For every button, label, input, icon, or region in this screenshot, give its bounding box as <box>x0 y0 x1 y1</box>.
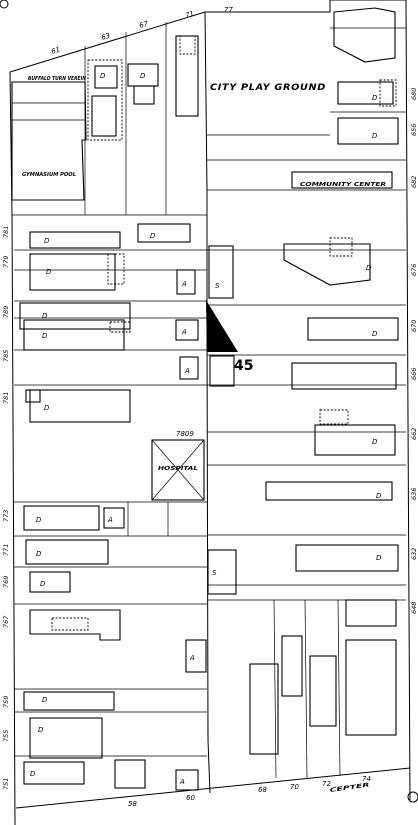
building-code: D <box>36 516 42 524</box>
buildings-top-right <box>291 7 399 189</box>
building-code: D <box>42 312 48 320</box>
turn-verein-building <box>11 59 123 201</box>
street-number: 771 <box>2 544 10 556</box>
street-number: 769 <box>2 576 10 588</box>
buildings-left <box>19 223 191 789</box>
street-numbers-left: 781 779 789 785 781 773 771 769 767 759 … <box>2 226 10 790</box>
street-number: 773 <box>2 510 10 522</box>
building-code: D <box>44 404 50 412</box>
dark-wedge <box>206 300 238 352</box>
building-code: D <box>372 330 378 338</box>
building-code: D <box>150 232 156 240</box>
label-community-center: COMMUNITY CENTER <box>300 182 386 188</box>
street-number: 755 <box>2 730 10 742</box>
label-hospital: HOSPITAL <box>158 466 199 472</box>
place-labels: BUFFALO TURN VEREIN CITY PLAY GROUND GYM… <box>22 76 386 794</box>
buildings-top <box>94 35 199 117</box>
building-code: D <box>376 492 382 500</box>
street-number: 74 <box>362 775 371 783</box>
street-number: 656 <box>410 124 418 136</box>
street-number: 666 <box>410 368 418 380</box>
street-number: 61 <box>50 46 61 56</box>
building-code: D <box>36 550 42 558</box>
street-numbers-top: 61 63 67 71 77 <box>50 6 233 56</box>
label-city-playground: CITY PLAY GROUND <box>210 83 326 93</box>
street-number: 68 <box>258 786 267 794</box>
lot-lines-left <box>12 214 207 757</box>
building-code: A <box>179 778 185 786</box>
street-number: 77 <box>224 6 233 14</box>
street-number: 779 <box>2 256 10 268</box>
street-number: 72 <box>322 780 331 788</box>
building-code: A <box>181 328 187 336</box>
street-number: 67 <box>138 20 149 30</box>
building-code: D <box>42 696 48 704</box>
street-number: 662 <box>410 428 418 440</box>
street-number: 676 <box>410 264 418 276</box>
building-code: A <box>107 516 113 524</box>
hospital-building <box>151 439 205 501</box>
building-code: D <box>372 94 378 102</box>
street-number: 60 <box>186 794 195 802</box>
street-number: 751 <box>2 778 10 790</box>
building-codes: D D D D D D D D D D D D D D D D D D D D … <box>30 72 382 786</box>
street-number: 648 <box>410 602 418 614</box>
street-number: 789 <box>2 306 10 318</box>
building-code: A <box>189 654 195 662</box>
lot-lines-top <box>12 22 330 215</box>
building-code: D <box>44 237 50 245</box>
buildings-right <box>207 237 399 755</box>
street-numbers-bottom: 58 60 68 70 72 74 <box>128 775 371 808</box>
street-number: 680 <box>410 88 418 100</box>
building-code: A <box>184 367 190 375</box>
building-code: D <box>140 72 146 80</box>
street-numbers-right: 680 656 682 676 670 666 662 636 632 648 <box>410 88 418 614</box>
street-number: 636 <box>410 488 418 500</box>
building-code: D <box>372 132 378 140</box>
building-code: D <box>372 438 378 446</box>
label-gymnasium: GYMNASIUM POOL <box>22 172 76 178</box>
label-street-bottom: CEPTER <box>329 782 369 794</box>
building-code: D <box>46 268 52 276</box>
building-code: D <box>376 554 382 562</box>
building-code: D <box>40 580 46 588</box>
street-number: 759 <box>2 696 10 708</box>
street-number: 63 <box>100 32 111 42</box>
street-number: 71 <box>184 10 195 20</box>
building-code: D <box>42 332 48 340</box>
building-code: D <box>366 264 372 272</box>
building-code: S <box>215 282 220 290</box>
corner-circle-top-left <box>0 0 9 9</box>
street-number: 70 <box>290 783 299 791</box>
label-turn-verein: BUFFALO TURN VEREIN <box>28 76 86 82</box>
lot-lines-right <box>207 27 406 779</box>
building-code: D <box>30 770 36 778</box>
street-number: 781 <box>2 392 10 404</box>
street-number: 767 <box>2 615 10 628</box>
street-number: 785 <box>2 350 10 362</box>
street-number: 682 <box>410 176 418 188</box>
corner-circle-bottom-right <box>407 791 418 803</box>
building-code: D <box>100 72 106 80</box>
label-rail-number: 7809 <box>176 430 194 438</box>
block-outline <box>9 0 411 825</box>
label-block-number: 45 <box>234 358 253 374</box>
buildings-center <box>175 269 207 791</box>
building-code: D <box>38 726 44 734</box>
building-code: S <box>212 569 217 577</box>
building-code: A <box>181 280 187 288</box>
street-number: 781 <box>2 226 10 238</box>
street-number: 670 <box>410 320 418 332</box>
street-number: 58 <box>128 800 137 808</box>
street-number: 632 <box>410 548 418 560</box>
